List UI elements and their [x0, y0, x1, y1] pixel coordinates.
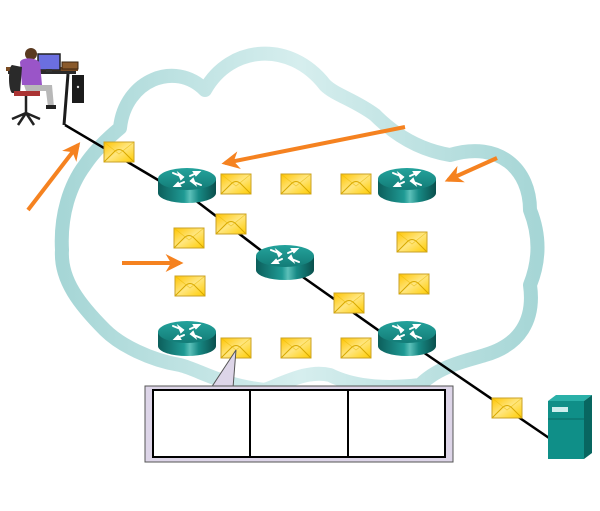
network-cloud — [54, 46, 545, 397]
router-icon[interactable] — [158, 321, 216, 356]
router-icon[interactable] — [256, 245, 314, 280]
packet-envelope-icon — [333, 292, 365, 314]
router-icon[interactable] — [378, 321, 436, 356]
user-at-desktop-icon[interactable] — [6, 48, 84, 126]
motion-arrows — [26, 125, 498, 272]
packet-envelope-icon — [340, 337, 372, 359]
packet-envelope-icon — [174, 275, 206, 297]
arrow-toward-router-b — [444, 156, 498, 183]
link-router-e-server — [419, 348, 553, 442]
arrow-toward-router-a — [221, 125, 406, 170]
packet-envelope-icon — [340, 173, 372, 195]
packet-envelope-icon — [215, 213, 247, 235]
packet-envelope-icon — [396, 231, 428, 253]
packet-envelope-icon — [280, 173, 312, 195]
router-icon[interactable] — [378, 168, 436, 203]
packet-envelope-icon — [398, 273, 430, 295]
packet-envelope-icon — [173, 227, 205, 249]
router-icon[interactable] — [158, 168, 216, 203]
packet-envelope-icon — [220, 173, 252, 195]
packet-envelope-icon — [280, 337, 312, 359]
packet-envelope-icon — [220, 337, 252, 359]
arrow-toward-workstation — [26, 142, 81, 212]
packet-header-callout — [144, 385, 454, 463]
packet-envelope-icon — [491, 397, 523, 419]
server-icon[interactable] — [548, 395, 592, 459]
packet-envelope-icon — [103, 141, 135, 163]
